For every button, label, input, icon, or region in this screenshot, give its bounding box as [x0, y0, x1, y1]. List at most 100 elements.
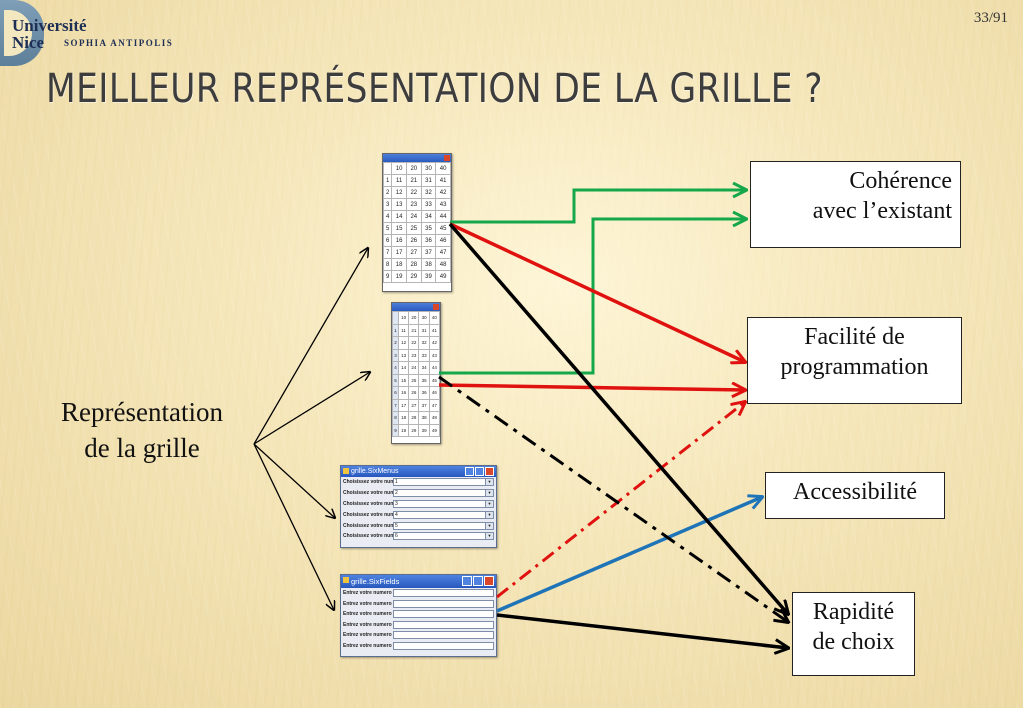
grid-cell: 49 — [428, 423, 441, 437]
form-row-label: Entrez votre numero 1/6 : — [343, 590, 393, 597]
arrow-grid-small-rapidite — [438, 375, 788, 622]
logo-line2: Nice — [12, 33, 45, 52]
form-row-label: Entrez votre numero 2/6 : — [343, 600, 393, 607]
criterion-facilite-line2: programmation — [780, 354, 929, 380]
arrow-six-fields-accessibilite — [496, 497, 762, 613]
criterion-accessibilite: Accessibilité — [765, 472, 945, 519]
criterion-accessibilite-line1: Accessibilité — [793, 479, 917, 505]
chevron-down-icon: ▼ — [485, 500, 493, 507]
branch-to-grid-small — [253, 372, 370, 445]
representation-label-line1: Représentation — [61, 397, 223, 427]
form-row-label: Choisissez votre numero 4/6 : — [343, 511, 393, 518]
field-value: 2 — [395, 490, 398, 497]
number-dropdown: 1▼ — [393, 478, 494, 487]
form-row: Choisissez votre numero 5/6 :5 ▼ — [341, 520, 496, 531]
combo-rows: Choisissez votre numero 1/6 :1▼Choisisse… — [341, 477, 496, 542]
maximize-icon — [473, 576, 483, 586]
criterion-facilite-line1: Facilité de — [804, 324, 905, 350]
representation-label-line2: de la grille — [84, 433, 200, 463]
form-row-label: Entrez votre numero 4/6 : — [343, 621, 393, 628]
form-row-label: Entrez votre numero 5/6 : — [343, 632, 393, 639]
branch-to-six-menus — [253, 443, 335, 518]
chevron-down-icon: ▼ — [485, 511, 493, 518]
field-value: 1 — [395, 479, 398, 486]
number-field — [393, 631, 494, 640]
representation-label: Représentation de la grille — [22, 394, 262, 466]
thumbnail-titlebar — [392, 303, 440, 311]
form-row: Choisissez votre numero 3/6 :3 ▼ — [341, 499, 496, 510]
maximize-icon — [475, 467, 484, 476]
form-row: Entrez votre numero 2/6 : — [341, 599, 496, 610]
close-icon — [484, 576, 494, 586]
form-row-label: Choisissez votre numero 3/6 : — [343, 500, 393, 507]
field-value: 5 — [395, 522, 398, 529]
slide-title-text: Meilleur représentation de la grille ? — [46, 66, 823, 112]
field-rows: Entrez votre numero 1/6 : Entrez votre nu… — [341, 588, 496, 651]
thumbnail-titlebar — [383, 154, 451, 162]
number-field — [393, 610, 494, 619]
grid-cell: 9 — [382, 270, 393, 283]
form-row: Entrez votre numero 4/6 : — [341, 620, 496, 631]
field-value: 4 — [395, 511, 398, 518]
form-row-label: Choisissez votre numero 5/6 : — [343, 522, 393, 529]
arrow-grid-large-facilite — [449, 222, 745, 362]
arrow-six-fields-rapidite — [496, 613, 788, 648]
number-field — [393, 641, 494, 650]
thumbnail-titlebar: grille.SixFields — [341, 575, 496, 588]
criterion-rapidite-line1: Rapidité — [812, 599, 895, 625]
form-row: Entrez votre numero 1/6 : — [341, 588, 496, 599]
criterion-coherence-line1: Cohérence — [849, 168, 952, 194]
slide-title: Meilleur représentation de la grille ? — [46, 66, 823, 112]
form-row: Entrez votre numero 6/6 : — [341, 641, 496, 652]
criterion-coherence-line2: avec l’existant — [812, 198, 952, 224]
criterion-rapidite: Rapidité de choix — [792, 592, 915, 676]
form-row: Choisissez votre numero 2/6 :2▼ — [341, 488, 496, 499]
field-value: 6 — [395, 533, 398, 540]
number-dropdown: 4▼ — [393, 510, 494, 519]
minimize-icon — [462, 576, 472, 586]
chevron-down-icon: ▼ — [485, 479, 493, 486]
form-row-label: Choisissez votre numero 2/6 : — [343, 490, 393, 497]
form-row-label: Entrez votre numero 3/6 : — [343, 611, 393, 618]
university-logo: Université Nice SOPHIA ANTIPOLIS — [0, 0, 175, 68]
arrow-six-fields-facilite — [496, 402, 745, 599]
chevron-down-icon: ▼ — [485, 522, 493, 529]
thumbnail-titlebar: grille.SixMenus — [341, 466, 496, 477]
form-row: Choisissez votre numero 1/6 :1▼ — [341, 477, 496, 488]
page-number: 33/91 — [973, 10, 1008, 26]
number-field — [393, 620, 494, 629]
form-row-label: Choisissez votre numero 1/6 : — [343, 479, 393, 486]
criterion-facilite: Facilité de programmation — [747, 317, 962, 404]
criterion-coherence: Cohérence avec l’existant — [750, 161, 961, 248]
form-row: Entrez votre numero 3/6 : — [341, 609, 496, 620]
java-app-icon — [343, 577, 349, 583]
number-field — [393, 599, 494, 608]
field-value: 3 — [395, 500, 398, 507]
number-dropdown: 6▼ — [393, 532, 494, 541]
arrow-grid-large-coherence — [450, 190, 746, 224]
chevron-down-icon: ▼ — [485, 533, 493, 540]
number-field — [393, 589, 494, 598]
number-dropdown: 2▼ — [393, 489, 494, 498]
thumbnail-title: grille.SixMenus — [351, 468, 399, 475]
form-row: Choisissez votre numero 6/6 :6▼ — [341, 531, 496, 542]
form-row: Choisissez votre numero 4/6 :4▼ — [341, 509, 496, 520]
arrow-grid-large-rapidite — [448, 222, 788, 614]
thumbnail-six-fields: grille.SixFields Entrez votre numero 1/6… — [340, 574, 497, 657]
minimize-icon — [465, 467, 474, 476]
logo-line1: Université — [12, 16, 87, 35]
grid-cell: 49 — [435, 270, 451, 283]
